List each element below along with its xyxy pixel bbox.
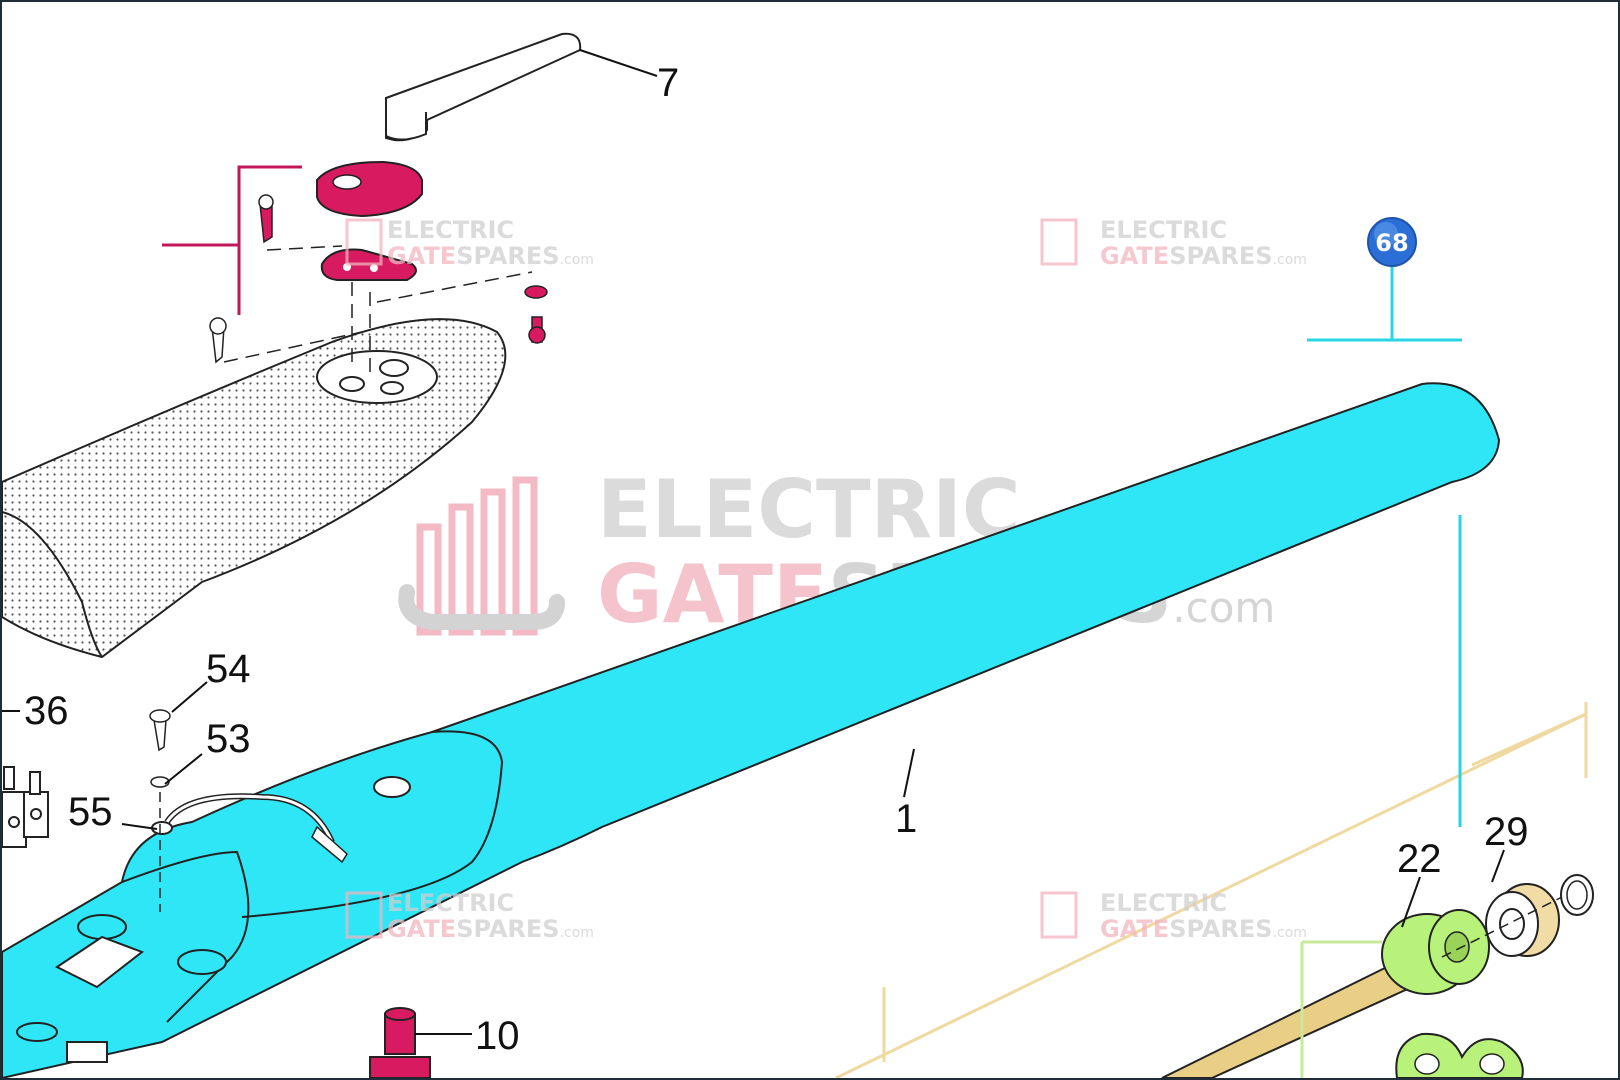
- watermark-small-suffix: .com: [560, 252, 594, 268]
- watermark-small-spares: SPARES: [456, 915, 559, 943]
- watermark-small-top-right: ELECTRIC GATESPARES.com: [1040, 216, 1307, 270]
- watermark-small-gate: GATE: [1100, 915, 1169, 943]
- watermark-small-line1: ELECTRIC: [1100, 889, 1227, 917]
- watermark-small-top-left: ELECTRIC GATESPARES.com: [345, 216, 594, 270]
- green-group-bracket: [1300, 940, 1382, 1078]
- callout-29: 29: [1484, 810, 1529, 854]
- svg-text:GATESPARES.com: GATESPARES.com: [387, 242, 594, 270]
- callout-55: 55: [68, 790, 113, 834]
- bearing-29-part: [1485, 883, 1560, 957]
- pin-10-part: [369, 1007, 431, 1078]
- callout-54: 54: [206, 647, 251, 691]
- watermark-small-line1: ELECTRIC: [387, 889, 514, 917]
- callout-1: 1: [895, 797, 917, 841]
- watermark-small-spares: SPARES: [1169, 242, 1272, 270]
- watermark-small-gate: GATE: [387, 915, 456, 943]
- watermark-small-line1: ELECTRIC: [1100, 216, 1227, 244]
- pink-group-bracket: [162, 165, 302, 315]
- watermark-small-suffix: .com: [560, 925, 594, 941]
- watermark-suffix: .com: [1172, 583, 1275, 632]
- watermark-small-gate: GATE: [387, 242, 456, 270]
- motor-cover-part: [2, 318, 507, 659]
- terminal-block-part: [2, 766, 49, 848]
- watermark-logo-icon: [398, 476, 565, 636]
- svg-text:GATESPARES.com: GATESPARES.com: [1100, 242, 1307, 270]
- earth-cable-part: [151, 793, 348, 864]
- main-body-part: [2, 382, 1501, 1078]
- release-handle-part: [385, 32, 582, 142]
- part-badge-68[interactable]: 68: [1367, 217, 1417, 267]
- screw-54-part: [149, 709, 171, 912]
- watermark-small-spares: SPARES: [1169, 915, 1272, 943]
- assembly-dash-lines: [223, 245, 533, 372]
- lead-screw-part: [1161, 960, 1414, 1078]
- callout-36: 36: [24, 689, 69, 733]
- svg-text:GATESPARES.com: GATESPARES.com: [387, 915, 594, 943]
- watermark-small-spares: SPARES: [456, 242, 559, 270]
- spacer-pair-part: [1395, 1032, 1524, 1078]
- axis-dash-line: [1441, 896, 1563, 958]
- watermark-small-gate: GATE: [1100, 242, 1169, 270]
- watermark-small-suffix: .com: [1273, 925, 1307, 941]
- svg-text:GATESPARES.com: GATESPARES.com: [1100, 915, 1307, 943]
- callout-53: 53: [206, 717, 251, 761]
- callout-7: 7: [657, 61, 679, 105]
- callout-10: 10: [475, 1014, 520, 1058]
- watermark-line1: ELECTRIC: [597, 463, 1021, 556]
- watermark-small-bottom-left: ELECTRIC GATESPARES.com: [345, 889, 594, 943]
- nut-22-part: [1381, 909, 1490, 995]
- callout-22: 22: [1397, 837, 1442, 881]
- cyan-group-bracket: [1307, 264, 1462, 827]
- badge-label: 68: [1375, 229, 1408, 257]
- watermark-small-line1: ELECTRIC: [387, 216, 514, 244]
- watermark-small-suffix: .com: [1273, 252, 1307, 268]
- circlip-part: [1560, 874, 1594, 916]
- callout-leaders: [2, 49, 1505, 1035]
- watermark-small-bottom-right: ELECTRIC GATESPARES.com: [1040, 889, 1307, 943]
